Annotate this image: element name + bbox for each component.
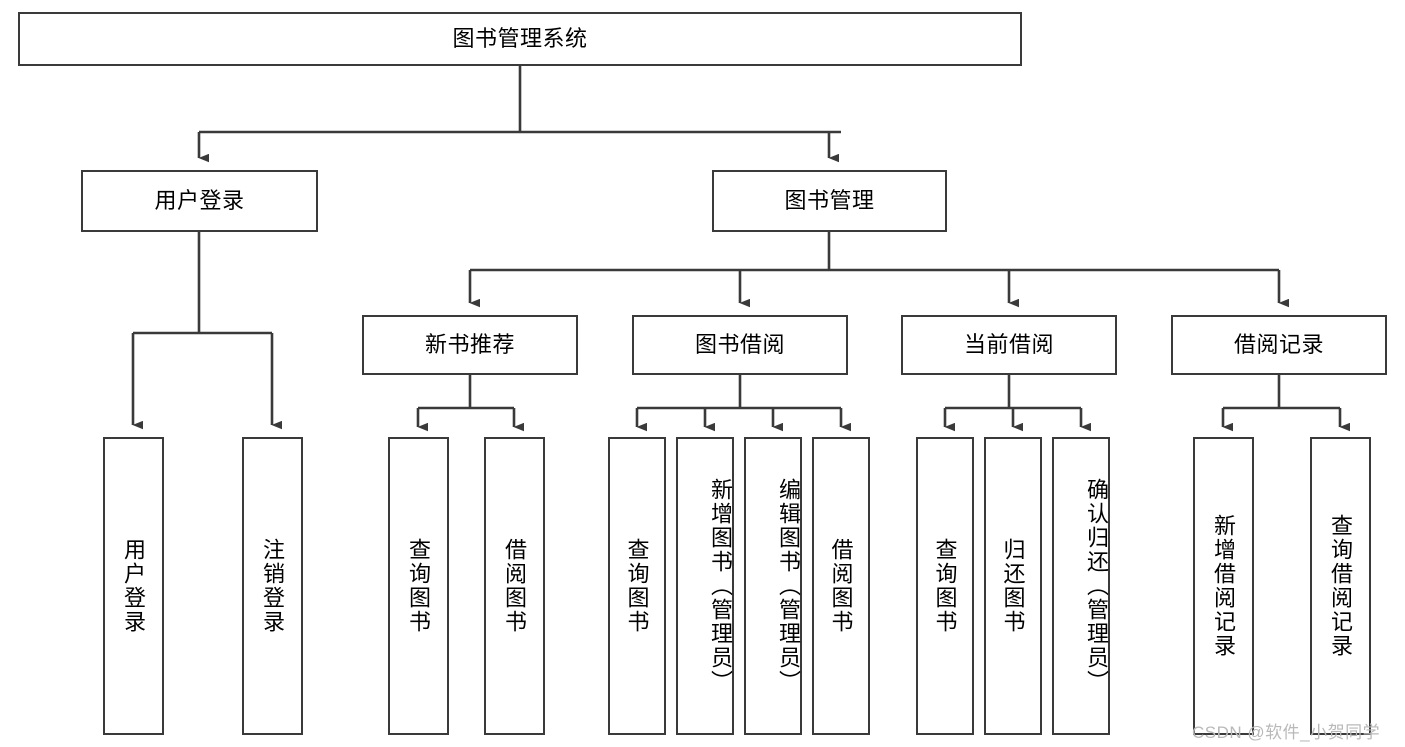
node-borrow-record[interactable]: 借阅记录 (1171, 315, 1387, 375)
leaf-query-borrow-record[interactable]: 查询借阅记录 (1310, 437, 1371, 735)
leaf-user-login[interactable]: 用户登录 (103, 437, 164, 735)
leaf-return-book[interactable]: 归还图书 (984, 437, 1042, 735)
leaf-query-book-borrow[interactable]: 查询图书 (608, 437, 666, 735)
leaf-borrow-book-recommend[interactable]: 借阅图书 (484, 437, 545, 735)
leaf-edit-book-admin[interactable]: 编辑图书（管理员） (744, 437, 802, 735)
node-root[interactable]: 图书管理系统 (18, 12, 1022, 66)
leaf-confirm-return-admin[interactable]: 确认归还（管理员） (1052, 437, 1110, 735)
leaf-query-book-recommend[interactable]: 查询图书 (388, 437, 449, 735)
leaf-borrow-book[interactable]: 借阅图书 (812, 437, 870, 735)
node-user-login[interactable]: 用户登录 (81, 170, 318, 232)
leaf-add-borrow-record[interactable]: 新增借阅记录 (1193, 437, 1254, 735)
node-current-borrow[interactable]: 当前借阅 (901, 315, 1117, 375)
csdn-watermark: CSDN @软件_小贺同学 (1192, 723, 1381, 742)
leaf-add-book-admin[interactable]: 新增图书（管理员） (676, 437, 734, 735)
node-book-borrow[interactable]: 图书借阅 (632, 315, 848, 375)
leaf-logout[interactable]: 注销登录 (242, 437, 303, 735)
node-book-management[interactable]: 图书管理 (712, 170, 947, 232)
node-new-book-recommend[interactable]: 新书推荐 (362, 315, 578, 375)
leaf-query-book-current[interactable]: 查询图书 (916, 437, 974, 735)
